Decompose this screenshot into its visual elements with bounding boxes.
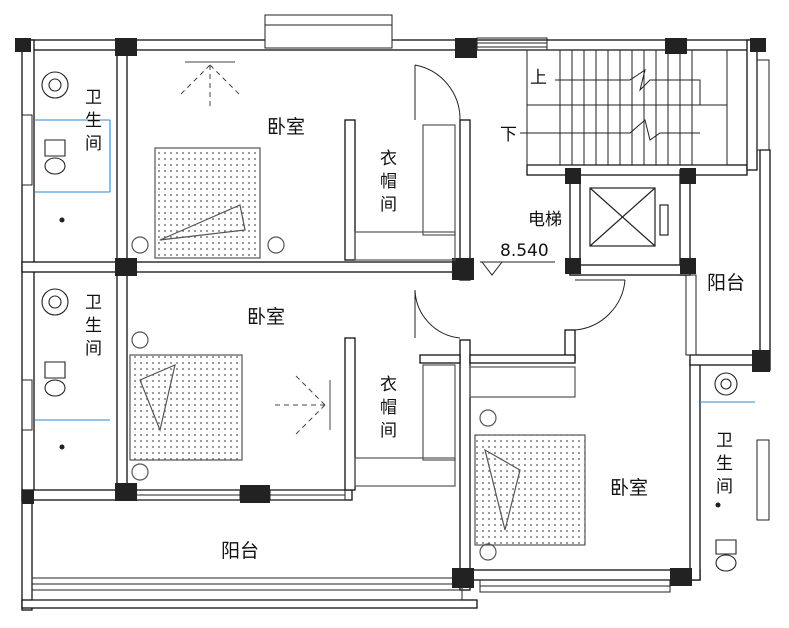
label-bath-mid-3: 间	[85, 339, 102, 359]
label-closet-mid-1: 衣	[380, 375, 397, 395]
label-balcony-right: 阳台	[707, 272, 745, 294]
bath-fixtures	[35, 71, 755, 572]
label-bedroom-mid: 卧室	[247, 306, 285, 328]
label-stair-up: 上	[530, 68, 547, 88]
label-elevator: 电梯	[528, 210, 562, 230]
windows	[21, 14, 770, 601]
label-bath-top-1: 卫	[85, 88, 102, 108]
staircase	[520, 49, 728, 166]
doors	[414, 64, 626, 339]
elevator-shaft	[589, 187, 669, 247]
label-bath-right-1: 卫	[716, 431, 733, 451]
label-closet-top-3: 间	[380, 195, 397, 215]
label-bath-mid-2: 生	[85, 316, 102, 336]
label-bath-top-2: 生	[85, 111, 102, 131]
label-closet-top-1: 衣	[380, 149, 397, 169]
room-labels: 卧室 卧室 卧室 衣 帽 间 衣 帽 间 卫 生 间 卫 生 间 卫 生 间 阳…	[85, 68, 745, 562]
label-bath-right-3: 间	[716, 477, 733, 497]
label-bath-right-2: 生	[716, 454, 733, 474]
label-closet-top-2: 帽	[380, 172, 397, 192]
label-elevation: 8.540	[500, 241, 549, 261]
label-closet-mid-3: 间	[380, 421, 397, 441]
ceiling-lights	[179, 61, 331, 436]
label-bedroom-right: 卧室	[610, 477, 648, 499]
wardrobes	[354, 124, 576, 487]
columns	[15, 38, 770, 588]
label-balcony-bottom: 阳台	[221, 540, 259, 562]
label-bedroom-top: 卧室	[267, 116, 305, 138]
label-stair-down: 下	[500, 125, 517, 145]
elevation-marker	[480, 261, 555, 276]
walls	[21, 39, 771, 611]
beds	[129, 147, 586, 561]
label-closet-mid-2: 帽	[380, 398, 397, 418]
label-bath-mid-1: 卫	[85, 293, 102, 313]
label-bath-top-3: 间	[85, 134, 102, 154]
